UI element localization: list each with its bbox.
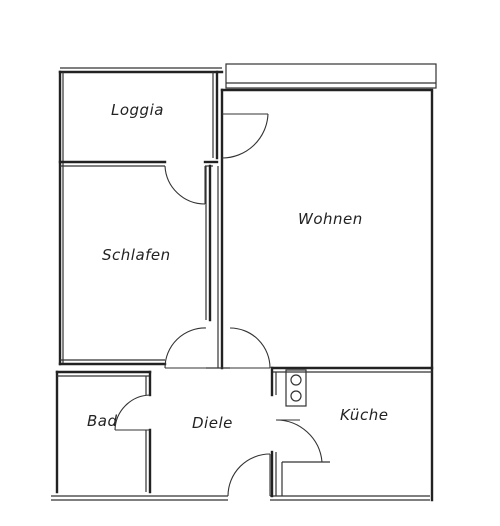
room-label-schlafen: Schlafen [102,246,171,264]
outer-walls [51,67,434,502]
schlafen-walls [58,359,167,366]
room-label-bad: Bad [87,412,118,430]
room-label-diele: Diele [192,414,233,432]
bad-walls [55,370,152,494]
window-strip [220,63,437,92]
kueche-walls [270,366,434,498]
room-label-wohnen: Wohnen [298,210,363,228]
room-label-kueche: Küche [340,406,389,424]
doors [114,113,323,497]
central-walls [205,88,230,370]
room-label-loggia: Loggia [111,101,164,119]
loggia-walls [58,70,219,167]
stove [285,369,307,407]
